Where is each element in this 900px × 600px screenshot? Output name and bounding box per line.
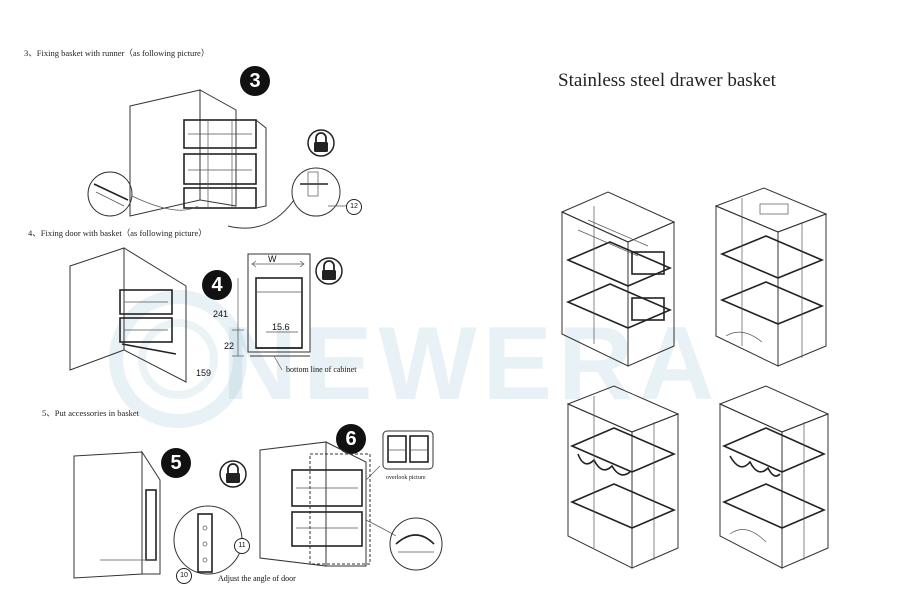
- step3-cabinet-illustration: [87, 89, 346, 229]
- step5-heading: 5、Put accessories in basket: [42, 408, 140, 418]
- step6-cabinet-illustration: [259, 441, 443, 571]
- padlock-icon: [219, 460, 247, 488]
- dim-159-label: 159: [196, 368, 212, 378]
- step3-heading: 3、Fixing basket with runner（as following…: [24, 48, 210, 58]
- product-title: Stainless steel drawer basket: [558, 70, 776, 91]
- overlook-inset-illustration: [382, 430, 434, 470]
- dim-width-label: W: [268, 254, 277, 264]
- step4-dimension-drawing: [232, 253, 311, 371]
- step5-cabinet-illustration: [73, 450, 243, 579]
- drawer-basket-product-4: [718, 385, 830, 569]
- step4-heading: 4、Fixing door with basket（as following p…: [28, 228, 207, 238]
- padlock-icon: [307, 129, 335, 157]
- step3-callout-12: 12: [346, 199, 362, 215]
- step5-badge: 5: [161, 448, 191, 478]
- step3-badge: 3: [240, 66, 270, 96]
- drawer-basket-product-3: [566, 385, 680, 569]
- dim-241-label: 241: [213, 309, 229, 319]
- dim-22-label: 22: [224, 341, 235, 351]
- adjust-angle-label: Adjust the angle of door: [218, 574, 296, 583]
- bottom-line-label: bottom line of cabinet: [286, 365, 357, 374]
- drawer-basket-product-2: [714, 187, 828, 367]
- step4-cabinet-illustration: [69, 247, 187, 383]
- overlook-picture-label: overlook picture: [386, 475, 426, 481]
- drawer-basket-product-1: [560, 191, 676, 367]
- dim-15-6-label: 15.6: [272, 322, 290, 332]
- padlock-icon: [315, 257, 343, 285]
- step5-callout-10: 10: [176, 568, 192, 584]
- step5-callout-11: 11: [234, 538, 250, 554]
- step4-badge: 4: [202, 270, 232, 300]
